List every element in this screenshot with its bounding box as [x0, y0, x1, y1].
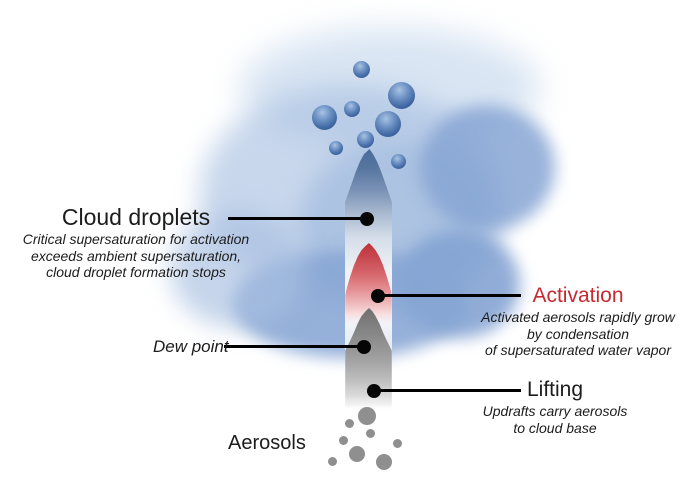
marker-dot-dew-point — [357, 339, 371, 354]
aerosol-particle — [376, 454, 392, 470]
aerosol-particle — [344, 418, 354, 428]
aerosols-label: Aerosols — [228, 432, 306, 454]
aerosol-particle — [327, 456, 337, 466]
marker-dot-activation — [371, 288, 385, 303]
dew-point-label: Dew point — [153, 337, 229, 356]
cloud-droplet-particle — [390, 153, 406, 169]
cloud-droplet-particle — [329, 141, 343, 155]
cloud-droplets-title: Cloud droplets — [61, 204, 211, 230]
lifting-annotation: Lifting Updrafts carry aerosols to cloud… — [455, 378, 655, 436]
leader-line-cloud-droplets — [228, 217, 367, 220]
aerosol-particle — [358, 407, 376, 425]
marker-dot-cloud-droplets — [360, 211, 374, 226]
leader-line-dew-point — [224, 345, 364, 348]
marker-dot-lifting — [367, 383, 381, 398]
cloud-droplet-particle — [356, 130, 374, 148]
aerosol-particle — [365, 428, 375, 438]
activation-description: Activated aerosols rapidly grow by conde… — [481, 309, 675, 358]
leader-line-lifting — [374, 389, 521, 392]
cloud-droplet-particle — [352, 60, 370, 78]
lifting-description: Updrafts carry aerosols to cloud base — [482, 403, 628, 436]
updraft-arrow — [345, 149, 392, 416]
cloud-droplet-particle — [344, 101, 360, 117]
leader-line-activation — [378, 294, 521, 297]
cloud-droplets-annotation: Cloud droplets Critical supersaturation … — [6, 204, 266, 281]
activation-annotation: Activation Activated aerosols rapidly gr… — [462, 284, 694, 359]
cloud-droplet-particle — [375, 111, 401, 137]
aerosol-particle — [392, 438, 402, 448]
aerosol-particle — [349, 446, 365, 462]
cloud-droplet-particle — [387, 81, 415, 109]
cloud-droplets-description: Critical supersaturation for activation … — [22, 231, 250, 280]
aerosol-particle — [338, 435, 348, 445]
cloud-lobe-right-upper — [420, 105, 555, 230]
cloud-droplet-particle — [311, 104, 337, 130]
activation-title: Activation — [532, 284, 624, 307]
lifting-title: Lifting — [526, 378, 584, 401]
